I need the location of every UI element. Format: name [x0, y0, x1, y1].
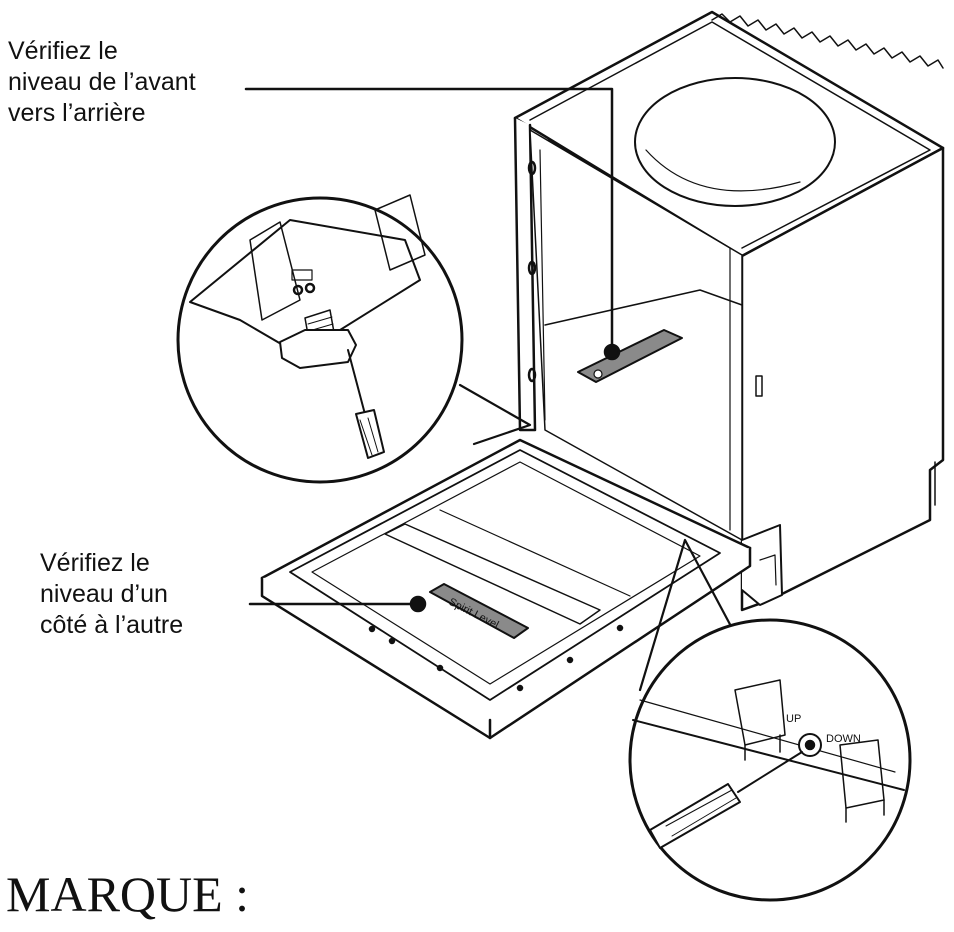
callout-side-to-side: Vérifiez le niveau d’un côté à l’autre [40, 548, 183, 641]
dishwasher-cabinet [513, 10, 945, 612]
callout-line: vers l’arrière [8, 99, 146, 127]
callout-front-to-back: Vérifiez le niveau de l’avant vers l’arr… [8, 36, 196, 129]
zoom-circle-rear-foot [176, 194, 464, 484]
callout-line: niveau d’un [40, 580, 168, 608]
callout-line: Vérifiez le [40, 549, 150, 577]
adjuster-up-label: UP [786, 713, 801, 725]
dishwasher-door [260, 438, 752, 740]
footer-note: MARQUE : [6, 866, 250, 922]
leader-lines [244, 87, 767, 692]
zoom-circle-front-adjuster [628, 618, 912, 902]
callout-line: côté à l’autre [40, 611, 184, 639]
callout-line: Vérifiez le [8, 37, 118, 65]
callout-line: niveau de l’avant [8, 68, 196, 96]
adjuster-down-label: DOWN [826, 733, 861, 745]
